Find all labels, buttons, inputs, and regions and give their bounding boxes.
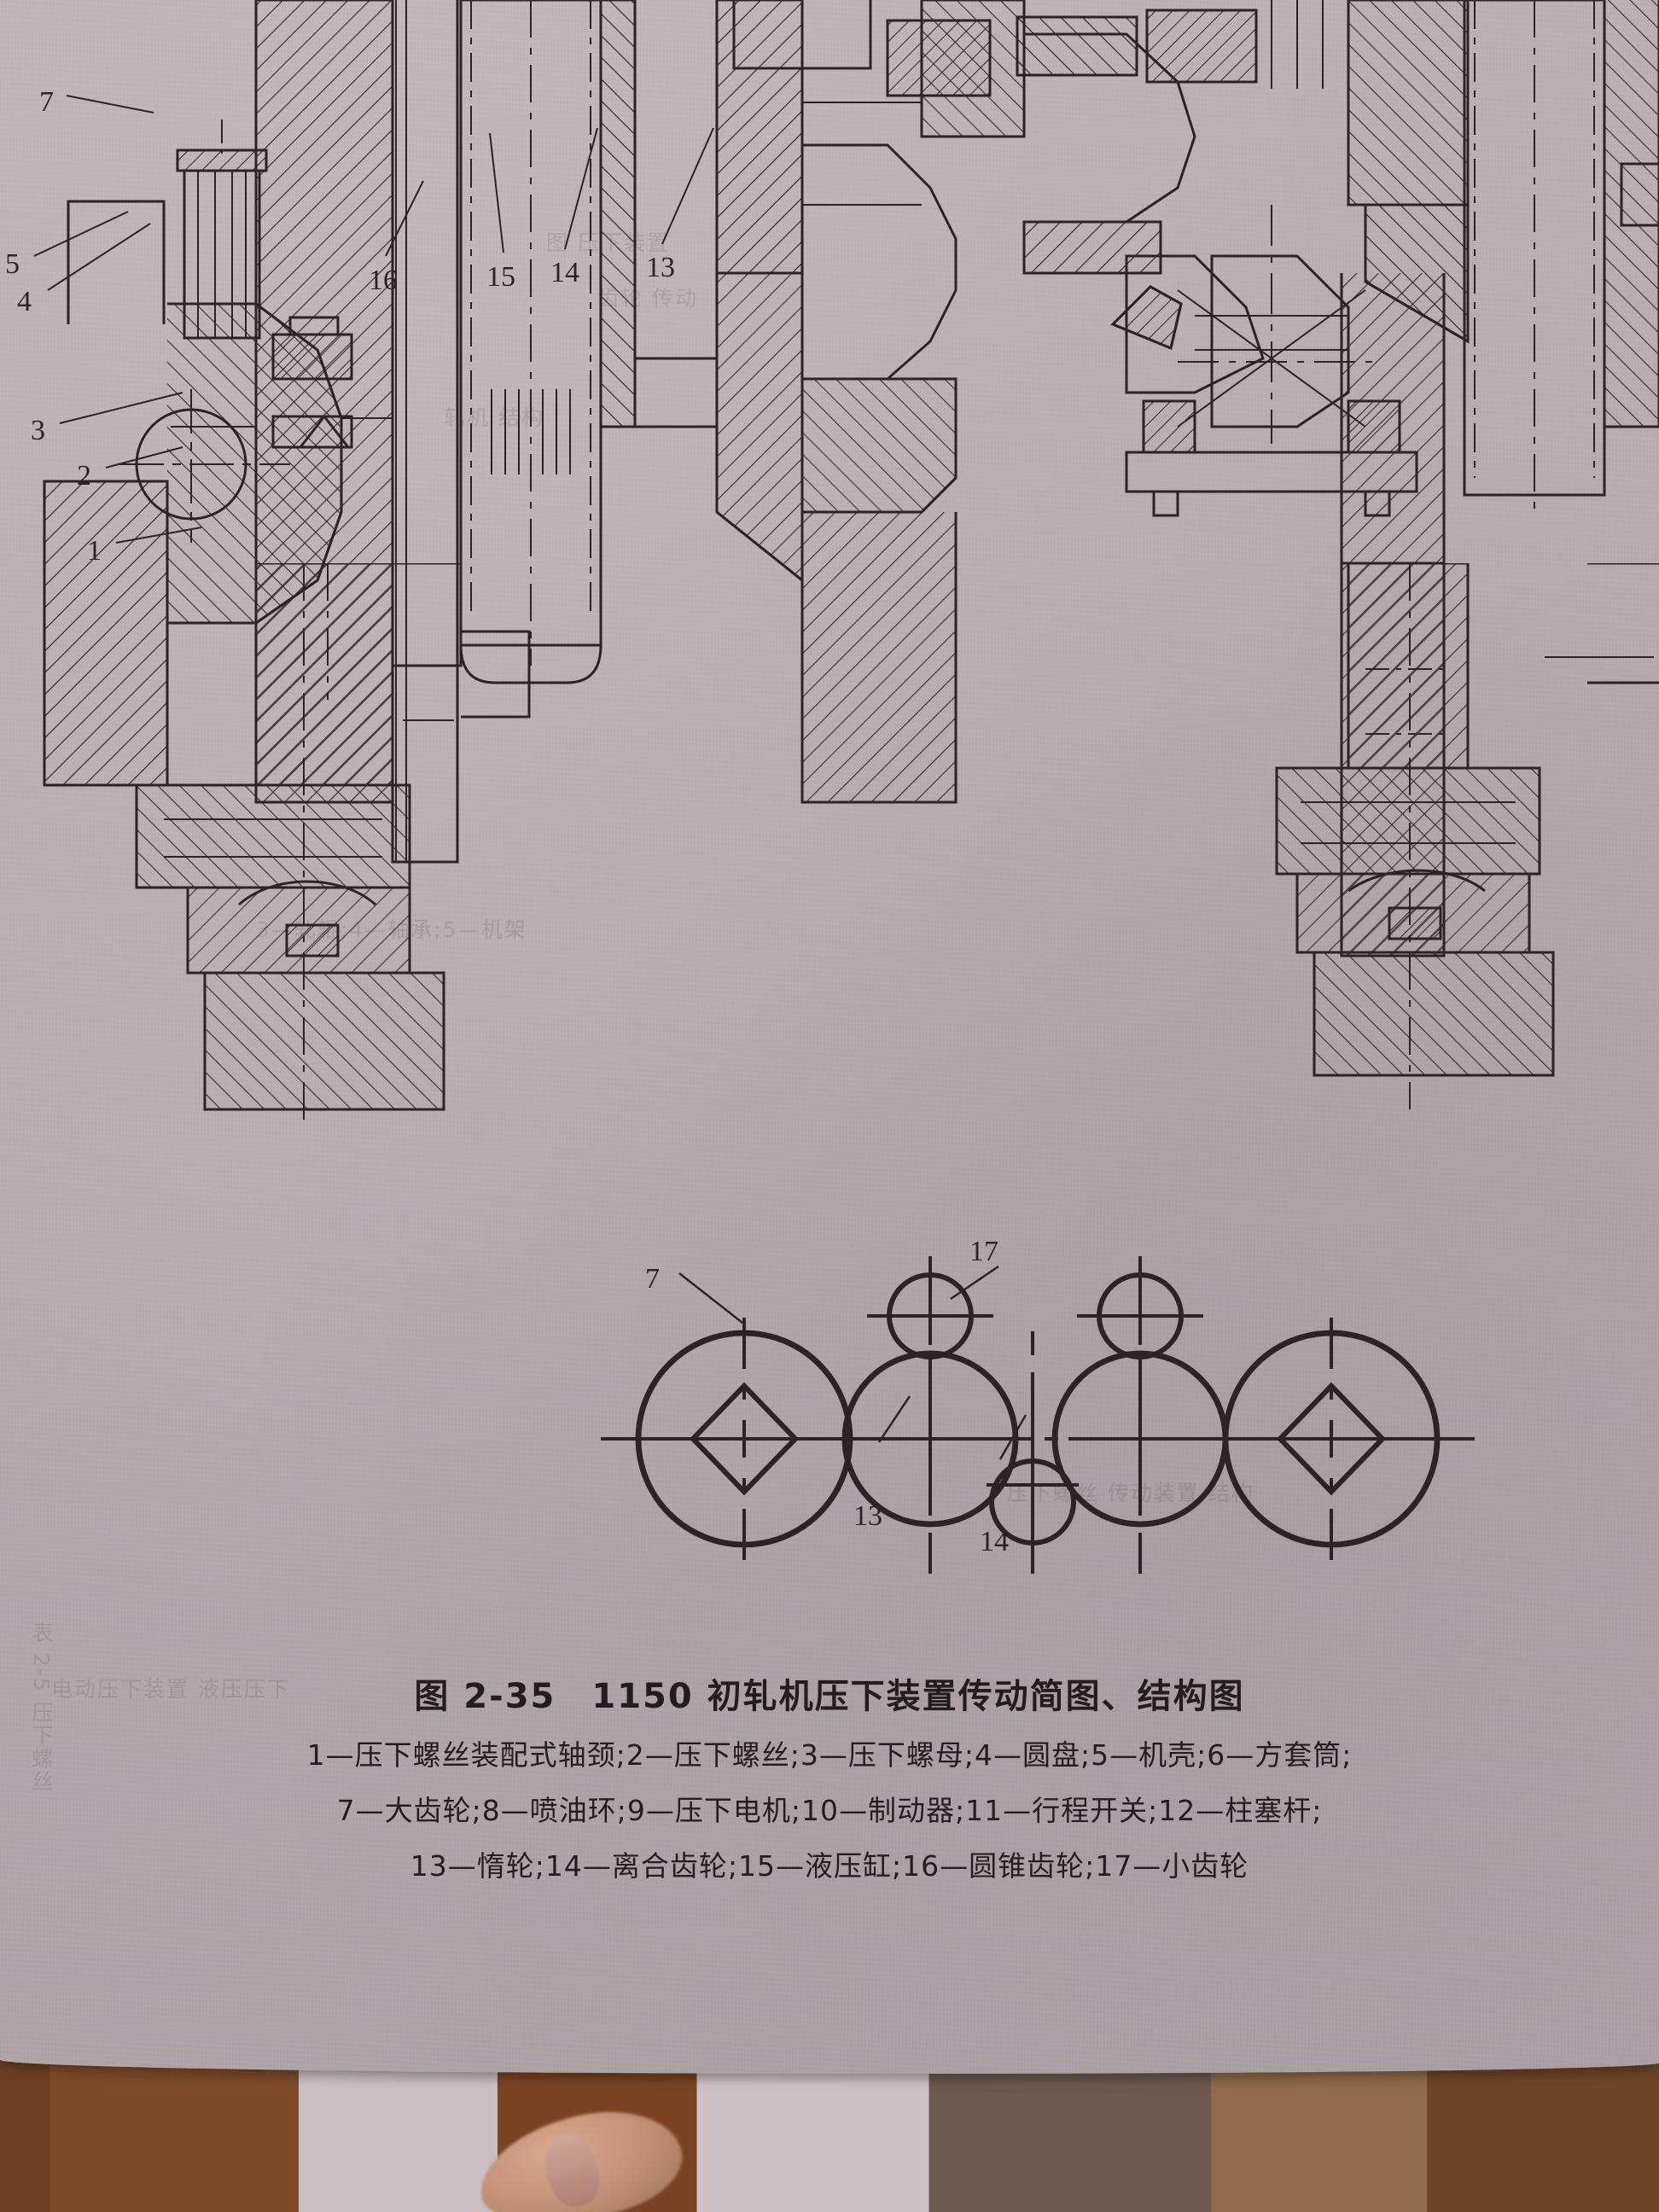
kinematic-callout-14: 14 [980, 1526, 1009, 1557]
gear-13-circle [841, 1350, 1019, 1528]
kinematic-gear-train-diagram [601, 1256, 1475, 1574]
assembly-cross-section-lower [135, 563, 1659, 1126]
callout-16: 16 [369, 265, 398, 296]
callout-7: 7 [39, 86, 54, 118]
figure-caption-title: 图 2-35 1150 初轧机压下装置传动简图、结构图 [414, 1677, 1245, 1716]
kinematic-leader-lines [678, 1265, 1027, 1460]
figure-caption-block: 图 2-35 1150 初轧机压下装置传动简图、结构图 1—压下螺丝装配式轴颈;… [0, 1668, 1659, 1884]
paper-sheet: 图 压下装置 齿轮 传动 轧机 结构 3—轧辊;4—轴承;5—机架 压下螺丝 传… [0, 0, 1659, 2074]
figure-legend-line-3: 13—惰轮;14—离合齿轮;15—液压缸;16—圆锥齿轮;17—小齿轮 [410, 1849, 1249, 1883]
callout-4: 4 [17, 286, 32, 317]
kinematic-callout-17: 17 [969, 1236, 998, 1267]
kinematic-callout-13: 13 [853, 1500, 882, 1532]
callout-5: 5 [5, 248, 20, 280]
figure-legend-line-2: 7—大齿轮;8—喷油环;9—压下电机;10—制动器;11—行程开关;12—柱塞杆… [336, 1794, 1323, 1827]
callout-15: 15 [486, 261, 515, 293]
callout-14: 14 [550, 257, 579, 288]
callout-2: 2 [77, 460, 91, 492]
callout-3: 3 [31, 415, 45, 446]
callout-13: 13 [646, 252, 675, 283]
callout-1: 1 [87, 535, 102, 567]
kinematic-callout-7: 7 [645, 1263, 660, 1295]
figure-legend-line-1: 1—压下螺丝装配式轴颈;2—压下螺丝;3—压下螺母;4—圆盘;5—机壳;6—方套… [306, 1738, 1353, 1772]
